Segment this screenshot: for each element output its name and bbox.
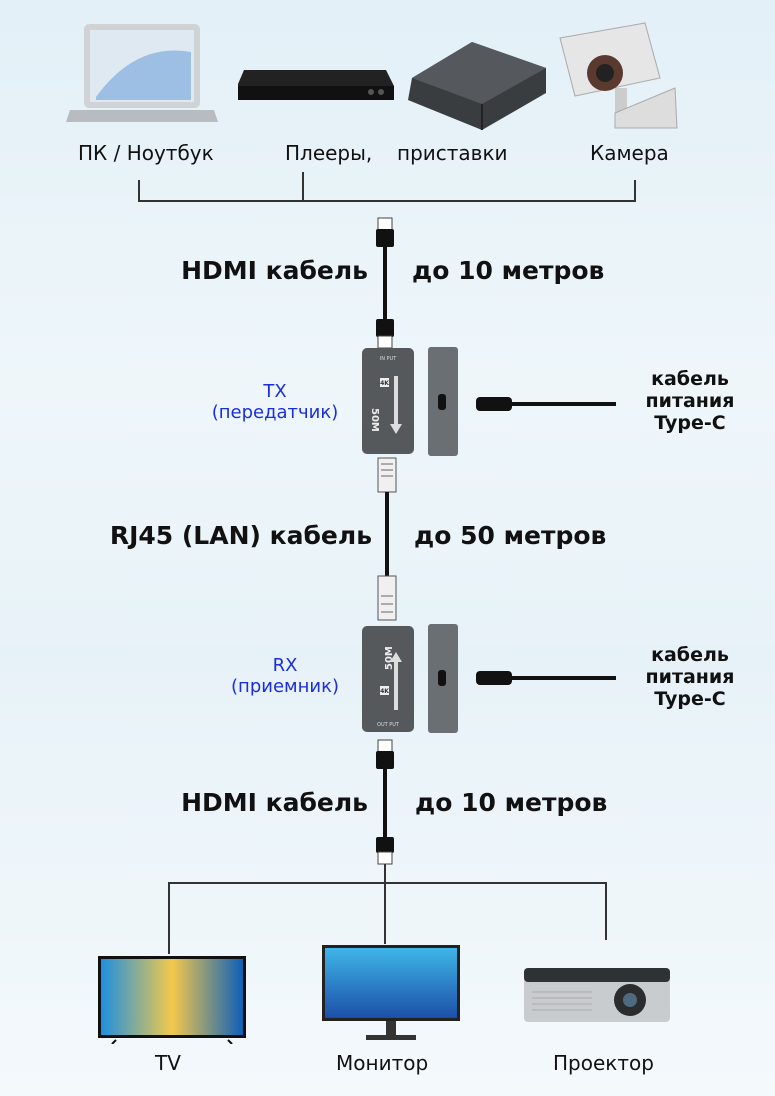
hdmi-bottom-length: до 10 метров xyxy=(415,788,608,817)
power-line: питания xyxy=(645,390,735,412)
top-bracket xyxy=(138,200,636,202)
rj45-length: до 50 метров xyxy=(414,521,607,550)
power-line: питания xyxy=(645,666,735,688)
source-label-players: Плееры, xyxy=(285,141,373,165)
svg-text:OUT PUT: OUT PUT xyxy=(377,722,400,728)
power-line: кабель xyxy=(651,644,729,666)
output-label-projector: Проектор xyxy=(553,1051,654,1075)
power-line: кабель xyxy=(651,368,729,390)
camera-icon xyxy=(559,22,678,129)
svg-text:IN PUT: IN PUT xyxy=(380,356,397,362)
tv-icon xyxy=(98,956,246,1044)
laptop-icon xyxy=(66,24,218,122)
rx-label: RX(приемник) xyxy=(200,655,370,697)
rx-subtitle: (приемник) xyxy=(231,676,339,697)
hdmi-cable-bottom xyxy=(376,739,394,865)
power-line: Type-C xyxy=(654,412,726,434)
monitor-icon xyxy=(322,945,460,1040)
output-label-tv: TV xyxy=(155,1051,181,1075)
tx-label: TX(передатчик) xyxy=(190,381,360,423)
svg-text:4K: 4K xyxy=(380,380,389,387)
source-label-boxes: приставки xyxy=(397,141,508,165)
rx-device: OUT PUT 4K 50M xyxy=(362,624,458,733)
hdmi-top-length: до 10 метров xyxy=(412,256,605,285)
bracket-tick xyxy=(384,882,386,944)
hdmi-cable-top xyxy=(376,217,394,349)
bracket-tick xyxy=(384,864,386,884)
svg-text:50M: 50M xyxy=(384,646,395,670)
source-label-pc: ПК / Ноутбук xyxy=(78,141,214,165)
tx-title: TX xyxy=(263,381,287,402)
bracket-tick xyxy=(168,882,170,954)
media-player-icon xyxy=(238,70,394,100)
rx-title: RX xyxy=(272,655,298,676)
tx-device: IN PUT 4K 50M xyxy=(362,347,458,456)
power-line: Type-C xyxy=(654,688,726,710)
rj45-cable xyxy=(377,457,397,621)
svg-text:50M: 50M xyxy=(369,408,380,432)
bracket-tick xyxy=(138,180,140,202)
bracket-tick xyxy=(634,180,636,202)
output-label-monitor: Монитор xyxy=(336,1051,429,1075)
hdmi-bottom-label: HDMI кабель xyxy=(181,788,368,817)
bottom-bracket xyxy=(168,882,607,884)
svg-text:4K: 4K xyxy=(380,688,389,695)
projector-icon xyxy=(524,968,670,1022)
source-label-camera: Камера xyxy=(590,141,669,165)
bracket-tick xyxy=(302,172,304,202)
hdmi-top-label: HDMI кабель xyxy=(181,256,368,285)
rj45-label: RJ45 (LAN) кабель xyxy=(109,521,372,550)
type-c-cable-tx xyxy=(476,397,616,411)
bracket-tick xyxy=(605,882,607,940)
set-top-box-icon xyxy=(408,42,546,130)
tx-subtitle: (передатчик) xyxy=(211,402,339,423)
type-c-cable-rx xyxy=(476,671,616,685)
